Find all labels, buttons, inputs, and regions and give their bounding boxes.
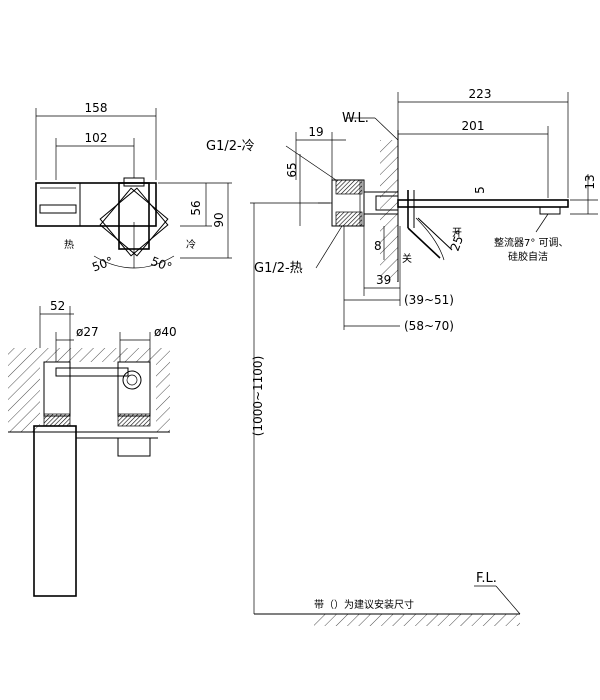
angle-25: 25° [448,228,468,253]
dim-d27: ø27 [76,325,99,339]
aerator [539,206,561,215]
dim-90: 90 [212,212,226,227]
label-wl: W.L. [342,111,369,126]
section-spout-body [33,425,77,597]
label-open: 开 [452,228,462,239]
side-view: W.L. 开 关 25° 223 201 19 [206,87,598,626]
spout [397,199,569,208]
faucet-body-outline [35,182,157,227]
dim-5: 5 [473,186,487,194]
valve-thread-top [335,179,363,195]
dim-56: 56 [189,200,203,215]
section-view: 52 ø27 ø40 [8,299,177,597]
angle-left: 50° [90,254,115,274]
wall-hatch [380,140,398,282]
section-thread-left [43,413,71,427]
dim-158: 158 [85,101,108,115]
dim-d40: ø40 [154,325,177,339]
label-hot-top: 热 [64,238,74,251]
label-fl: F.L. [476,571,497,586]
dim-19: 19 [308,125,323,139]
note-aerator-2: 硅胶自洁 [508,250,548,263]
dim-58-70: (58~70) [404,319,454,333]
label-close: 关 [402,252,412,265]
dim-52: 52 [50,299,65,313]
section-thread-right [117,413,151,427]
dim-201: 201 [462,119,485,133]
note-brackets: 带（）为建议安装尺寸 [314,598,414,611]
label-cold-top: 冷 [186,238,196,251]
dim-39: 39 [376,273,391,287]
valve-thread-bottom [335,211,363,227]
angle-right: 50° [149,254,174,274]
dim-102: 102 [85,131,108,145]
label-g12-cold: G1/2-冷 [206,139,255,154]
note-aerator-1: 整流器7° 可调、 [494,236,569,249]
label-g12-hot: G1/2-热 [254,261,303,276]
dim-223: 223 [469,87,492,101]
aerator-slot [39,204,77,214]
top-view: 158 102 56 90 热 冷 50° 50° [35,101,232,274]
floor-hatch [314,614,520,626]
dim-8: 8 [374,239,382,253]
dim-13: 13 [583,174,597,189]
dim-39-51: (39~51) [404,293,454,307]
dim-1000-1100: (1000~1100) [251,356,265,437]
dim-65: 65 [285,162,299,177]
